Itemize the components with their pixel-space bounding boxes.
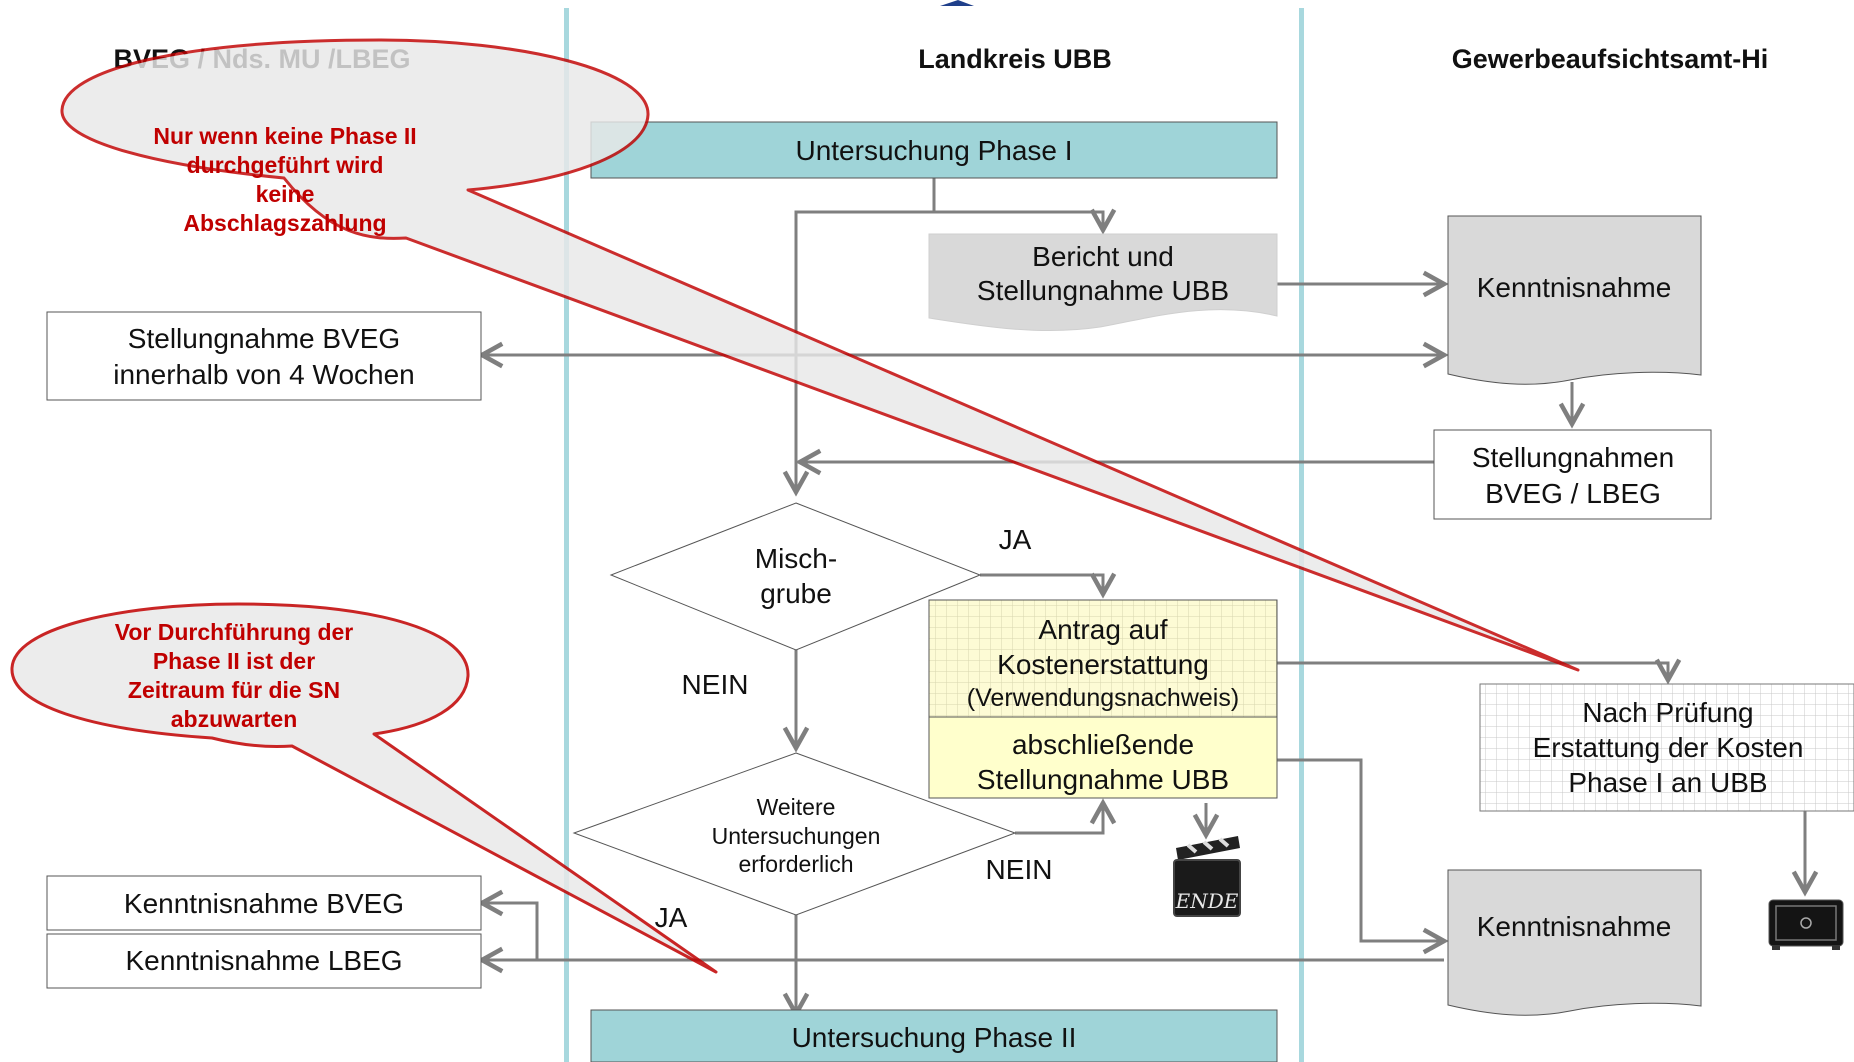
abschliessende-line1: abschließende bbox=[1012, 729, 1194, 760]
connector-lbeg-bveg bbox=[482, 903, 539, 960]
clapperboard-icon: ENDE bbox=[1173, 836, 1241, 917]
kenntnis-top-doc bbox=[1447, 215, 1702, 385]
bericht-line2: Stellungnahme UBB bbox=[977, 275, 1229, 306]
pruefung-line1: Nach Prüfung bbox=[1582, 697, 1753, 728]
antrag-sub: (Verwendungsnachweis) bbox=[967, 684, 1239, 712]
pruefung-line2: Erstattung der Kosten bbox=[1533, 732, 1804, 763]
bericht-doc bbox=[928, 233, 1278, 332]
weitere-decision bbox=[572, 752, 1017, 916]
antrag-line1: Antrag auf bbox=[1038, 614, 1167, 645]
callout-top-line1: Nur wenn keine Phase II bbox=[153, 123, 416, 149]
abschliessende-line2: Stellungnahme UBB bbox=[977, 764, 1229, 795]
callout-bottom-line2: Phase II ist der bbox=[153, 648, 315, 674]
weitere-ja-label: JA bbox=[655, 902, 688, 933]
mischgrube-decision bbox=[609, 502, 982, 651]
abschliessende-box bbox=[928, 716, 1278, 799]
stellungnahmen-line2: BVEG / LBEG bbox=[1485, 478, 1661, 509]
lane-divider-right bbox=[1299, 8, 1304, 1062]
connector-phase1-bericht bbox=[934, 212, 1103, 230]
lane-divider-left bbox=[564, 8, 569, 1062]
logo-icon bbox=[940, 0, 974, 6]
lane-dividers bbox=[564, 8, 1304, 1062]
kenntnis-bveg-box bbox=[46, 875, 482, 931]
stellungnahmen-line1: Stellungnahmen bbox=[1472, 442, 1674, 473]
mischgrube-nein-label: NEIN bbox=[682, 669, 749, 700]
connector-phase1-down bbox=[796, 178, 936, 492]
stellungnahme-bveg-line1: Stellungnahme BVEG bbox=[128, 323, 400, 354]
kenntnis-top-label: Kenntnisnahme bbox=[1477, 272, 1672, 303]
lane-title-middle: Landkreis UBB bbox=[918, 44, 1112, 74]
bericht-line1: Bericht und bbox=[1032, 241, 1174, 272]
callout-bottom-line3: Zeitraum für die SN bbox=[128, 677, 340, 703]
antrag-line2: Kostenerstattung bbox=[997, 649, 1209, 680]
callout-bottom: Vor Durchführung der Phase II ist der Ze… bbox=[10, 602, 718, 974]
kenntnis-bveg-label: Kenntnisnahme BVEG bbox=[124, 888, 404, 919]
phase1-label: Untersuchung Phase I bbox=[795, 135, 1072, 166]
callout-top-line4: Abschlagszahlung bbox=[183, 210, 386, 236]
kenntnis-lbeg-label: Kenntnisnahme LBEG bbox=[125, 945, 402, 976]
connector-weitere-nein bbox=[1015, 803, 1103, 835]
mischgrube-line1: Misch- bbox=[755, 543, 837, 574]
weitere-line2: Untersuchungen bbox=[712, 823, 881, 849]
connector-abschl-kenntnis bbox=[1277, 758, 1444, 941]
ende-label: ENDE bbox=[1175, 889, 1239, 913]
lane-title-right: Gewerbeaufsichtsamt-Hi bbox=[1452, 44, 1769, 74]
mischgrube-line2: grube bbox=[760, 578, 832, 609]
weitere-nein-label: NEIN bbox=[986, 854, 1053, 885]
safe-icon bbox=[1768, 899, 1844, 950]
pruefung-line3: Phase I an UBB bbox=[1568, 767, 1767, 798]
callout-top-line3: keine bbox=[256, 181, 315, 207]
antrag-box bbox=[928, 599, 1278, 718]
stellungnahmen-box bbox=[1433, 429, 1712, 520]
callout-bottom-line4: abzuwarten bbox=[171, 706, 298, 732]
stellungnahme-bveg-box bbox=[46, 311, 482, 401]
kenntnis-bottom-label: Kenntnisnahme bbox=[1477, 911, 1672, 942]
stellungnahme-bveg-line2: innerhalb von 4 Wochen bbox=[113, 359, 414, 390]
phase2-label: Untersuchung Phase II bbox=[792, 1022, 1077, 1053]
kenntnis-lbeg-box bbox=[46, 933, 482, 989]
callout-bottom-line1: Vor Durchführung der bbox=[115, 619, 354, 645]
phase2-box bbox=[590, 1009, 1278, 1062]
weitere-line1: Weitere bbox=[757, 794, 836, 820]
connector-antrag-pruefung bbox=[1277, 663, 1668, 680]
mischgrube-ja-label: JA bbox=[999, 524, 1032, 555]
weitere-line3: erforderlich bbox=[738, 851, 853, 877]
pruefung-box bbox=[1479, 683, 1854, 812]
kenntnis-bottom-doc bbox=[1447, 869, 1702, 1016]
callout-top-line2: durchgeführt wird bbox=[187, 152, 384, 178]
connector-mischgrube-ja bbox=[980, 575, 1103, 594]
callout-top: Nur wenn keine Phase II durchgeführt wir… bbox=[60, 38, 1580, 672]
